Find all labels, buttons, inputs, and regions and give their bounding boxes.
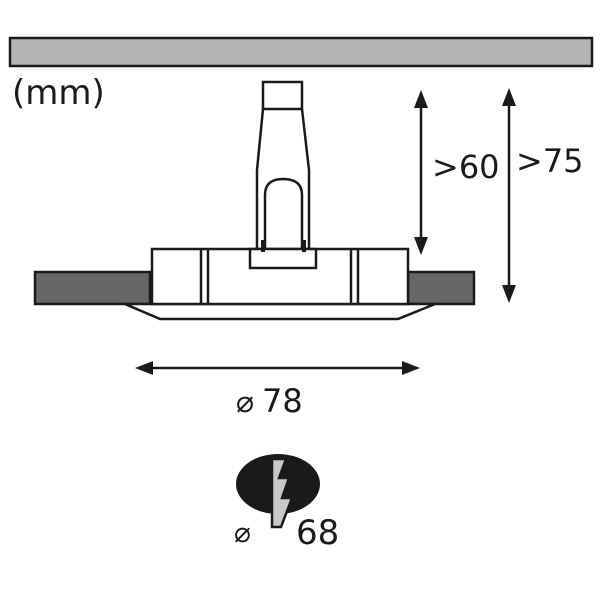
unit-label: (mm) [12,73,105,113]
cutout-icon: ⌀ 68 [234,454,339,553]
total-min-label: >75 [516,142,584,180]
ceiling-section-right [406,270,476,306]
ceiling-section-left [33,270,152,306]
diameter-symbol: ⌀ [236,385,254,420]
ceiling-panel [8,36,594,68]
depth-min-label: >60 [432,148,500,186]
luminaire [33,80,476,321]
flange [124,302,436,321]
diameter-label: 78 [262,382,303,420]
dimension-diameter-78: ⌀ 78 [135,361,420,420]
spring-clip [255,108,311,249]
spring-mount [248,247,318,270]
cutout-diameter-label: 68 [296,513,339,553]
cutout-diameter-symbol: ⌀ [234,516,251,549]
spring-cap [261,80,304,111]
dimension-depth-75: >75 [502,88,584,303]
dimension-depth-60: >60 [414,90,500,255]
spring-arch [263,177,304,249]
